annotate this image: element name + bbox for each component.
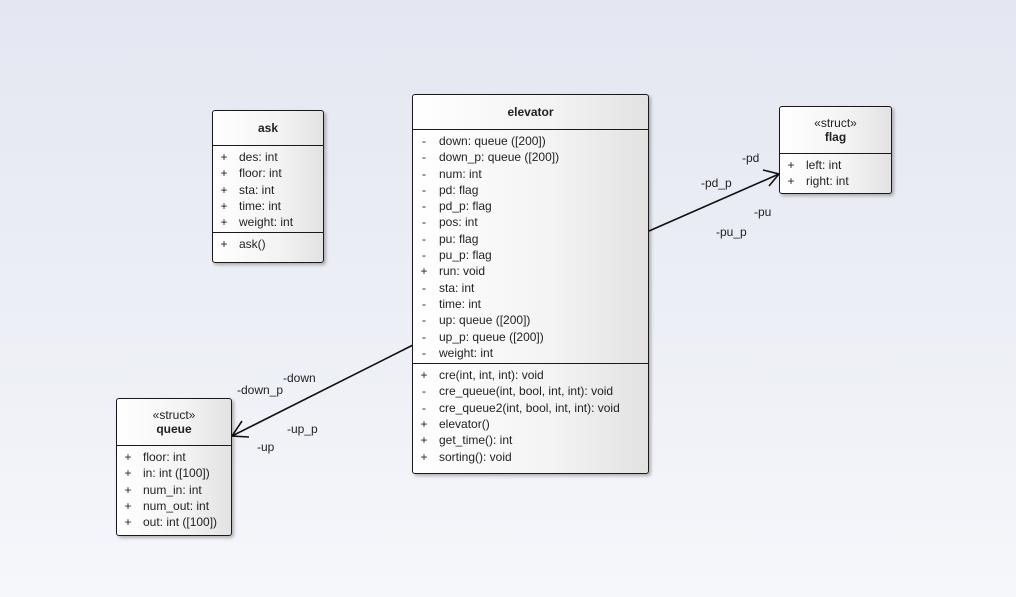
attribute-row: +num_out: int	[124, 498, 210, 513]
attribute-row: -time: int	[422, 296, 482, 311]
attribute-row: +left: int	[787, 158, 842, 172]
association-elevator-flag	[648, 173, 780, 232]
attribute-row: -pu: flag	[422, 231, 479, 246]
attribute-row: +right: int	[787, 174, 849, 189]
attributes-compartment: -down: queue ([200]) -down_p: queue ([20…	[413, 130, 648, 363]
attribute-row: +des: int	[220, 150, 278, 164]
role-label-up: -up	[257, 440, 275, 454]
class-header: «struct» queue	[117, 399, 231, 446]
attribute-row: -up: queue ([200])	[422, 313, 531, 328]
attribute-row: -up_p: queue ([200])	[422, 329, 544, 344]
class-name: flag	[824, 129, 847, 144]
attribute-row: -down_p: queue ([200])	[422, 150, 560, 165]
operation-row: +sorting(): void	[420, 449, 512, 464]
attributes-compartment: +left: int +right: int	[780, 154, 891, 192]
role-label-down-p: -down_p	[237, 383, 284, 397]
class-stereotype: «struct»	[152, 407, 196, 422]
class-name: ask	[257, 120, 279, 135]
role-label-up-p: -up_p	[287, 422, 318, 436]
class-name: elevator	[507, 104, 554, 119]
arrowhead-queue	[230, 420, 250, 438]
operation-row: -cre_queue(int, bool, int, int): void	[422, 384, 614, 399]
attribute-row: -sta: int	[422, 280, 475, 295]
association-elevator-queue	[231, 344, 414, 437]
attribute-row: -pos: int	[422, 215, 478, 230]
attribute-row: +run: void	[420, 264, 486, 279]
operation-row: +ask()	[220, 237, 266, 252]
attribute-row: +floor: int	[124, 450, 186, 464]
attribute-row: +out: int ([100])	[124, 515, 218, 530]
operation-row: +cre(int, int, int): void	[420, 368, 544, 383]
operation-row: +elevator()	[420, 417, 490, 432]
operations-compartment: +cre(int, int, int): void -cre_queue(int…	[413, 363, 648, 467]
class-stereotype: «struct»	[814, 115, 857, 130]
attribute-row: +sta: int	[220, 182, 275, 197]
attribute-row: -pu_p: flag	[422, 248, 492, 263]
operation-row: -cre_queue2(int, bool, int, int): void	[422, 400, 620, 415]
class-name: queue	[156, 421, 192, 436]
attribute-row: -pd: flag	[422, 182, 479, 197]
attribute-row: -num: int	[422, 166, 482, 181]
class-ask[interactable]: ask +des: int +floor: int +sta: int +tim…	[212, 110, 324, 263]
role-label-pd: -pd	[742, 151, 760, 165]
class-elevator[interactable]: elevator -down: queue ([200]) -down_p: q…	[412, 94, 649, 474]
attribute-row: +floor: int	[220, 166, 282, 181]
role-label-pd-p: -pd_p	[701, 176, 732, 190]
role-label-down: -down	[283, 371, 316, 385]
attribute-row: +time: int	[220, 198, 282, 213]
class-queue[interactable]: «struct» queue +floor: int +in: int ([10…	[116, 398, 232, 536]
class-header: elevator	[413, 95, 648, 130]
attribute-row: -pd_p: flag	[422, 199, 492, 214]
class-header: ask	[213, 111, 323, 146]
operations-compartment: +ask()	[213, 232, 323, 254]
role-label-pu-p: -pu_p	[716, 225, 747, 239]
attributes-compartment: +des: int +floor: int +sta: int +time: i…	[213, 146, 323, 232]
attributes-compartment: +floor: int +in: int ([100]) +num_in: in…	[117, 446, 231, 532]
attribute-row: +weight: int	[220, 215, 294, 230]
role-label-pu: -pu	[754, 205, 772, 219]
attribute-row: +in: int ([100])	[124, 466, 210, 481]
operation-row: +get_time(): int	[420, 433, 513, 448]
class-header: «struct» flag	[780, 107, 891, 154]
attribute-row: -down: queue ([200])	[422, 134, 546, 148]
attribute-row: -weight: int	[422, 345, 494, 360]
attribute-row: +num_in: int	[124, 482, 202, 497]
class-flag[interactable]: «struct» flag +left: int +right: int	[779, 106, 892, 194]
